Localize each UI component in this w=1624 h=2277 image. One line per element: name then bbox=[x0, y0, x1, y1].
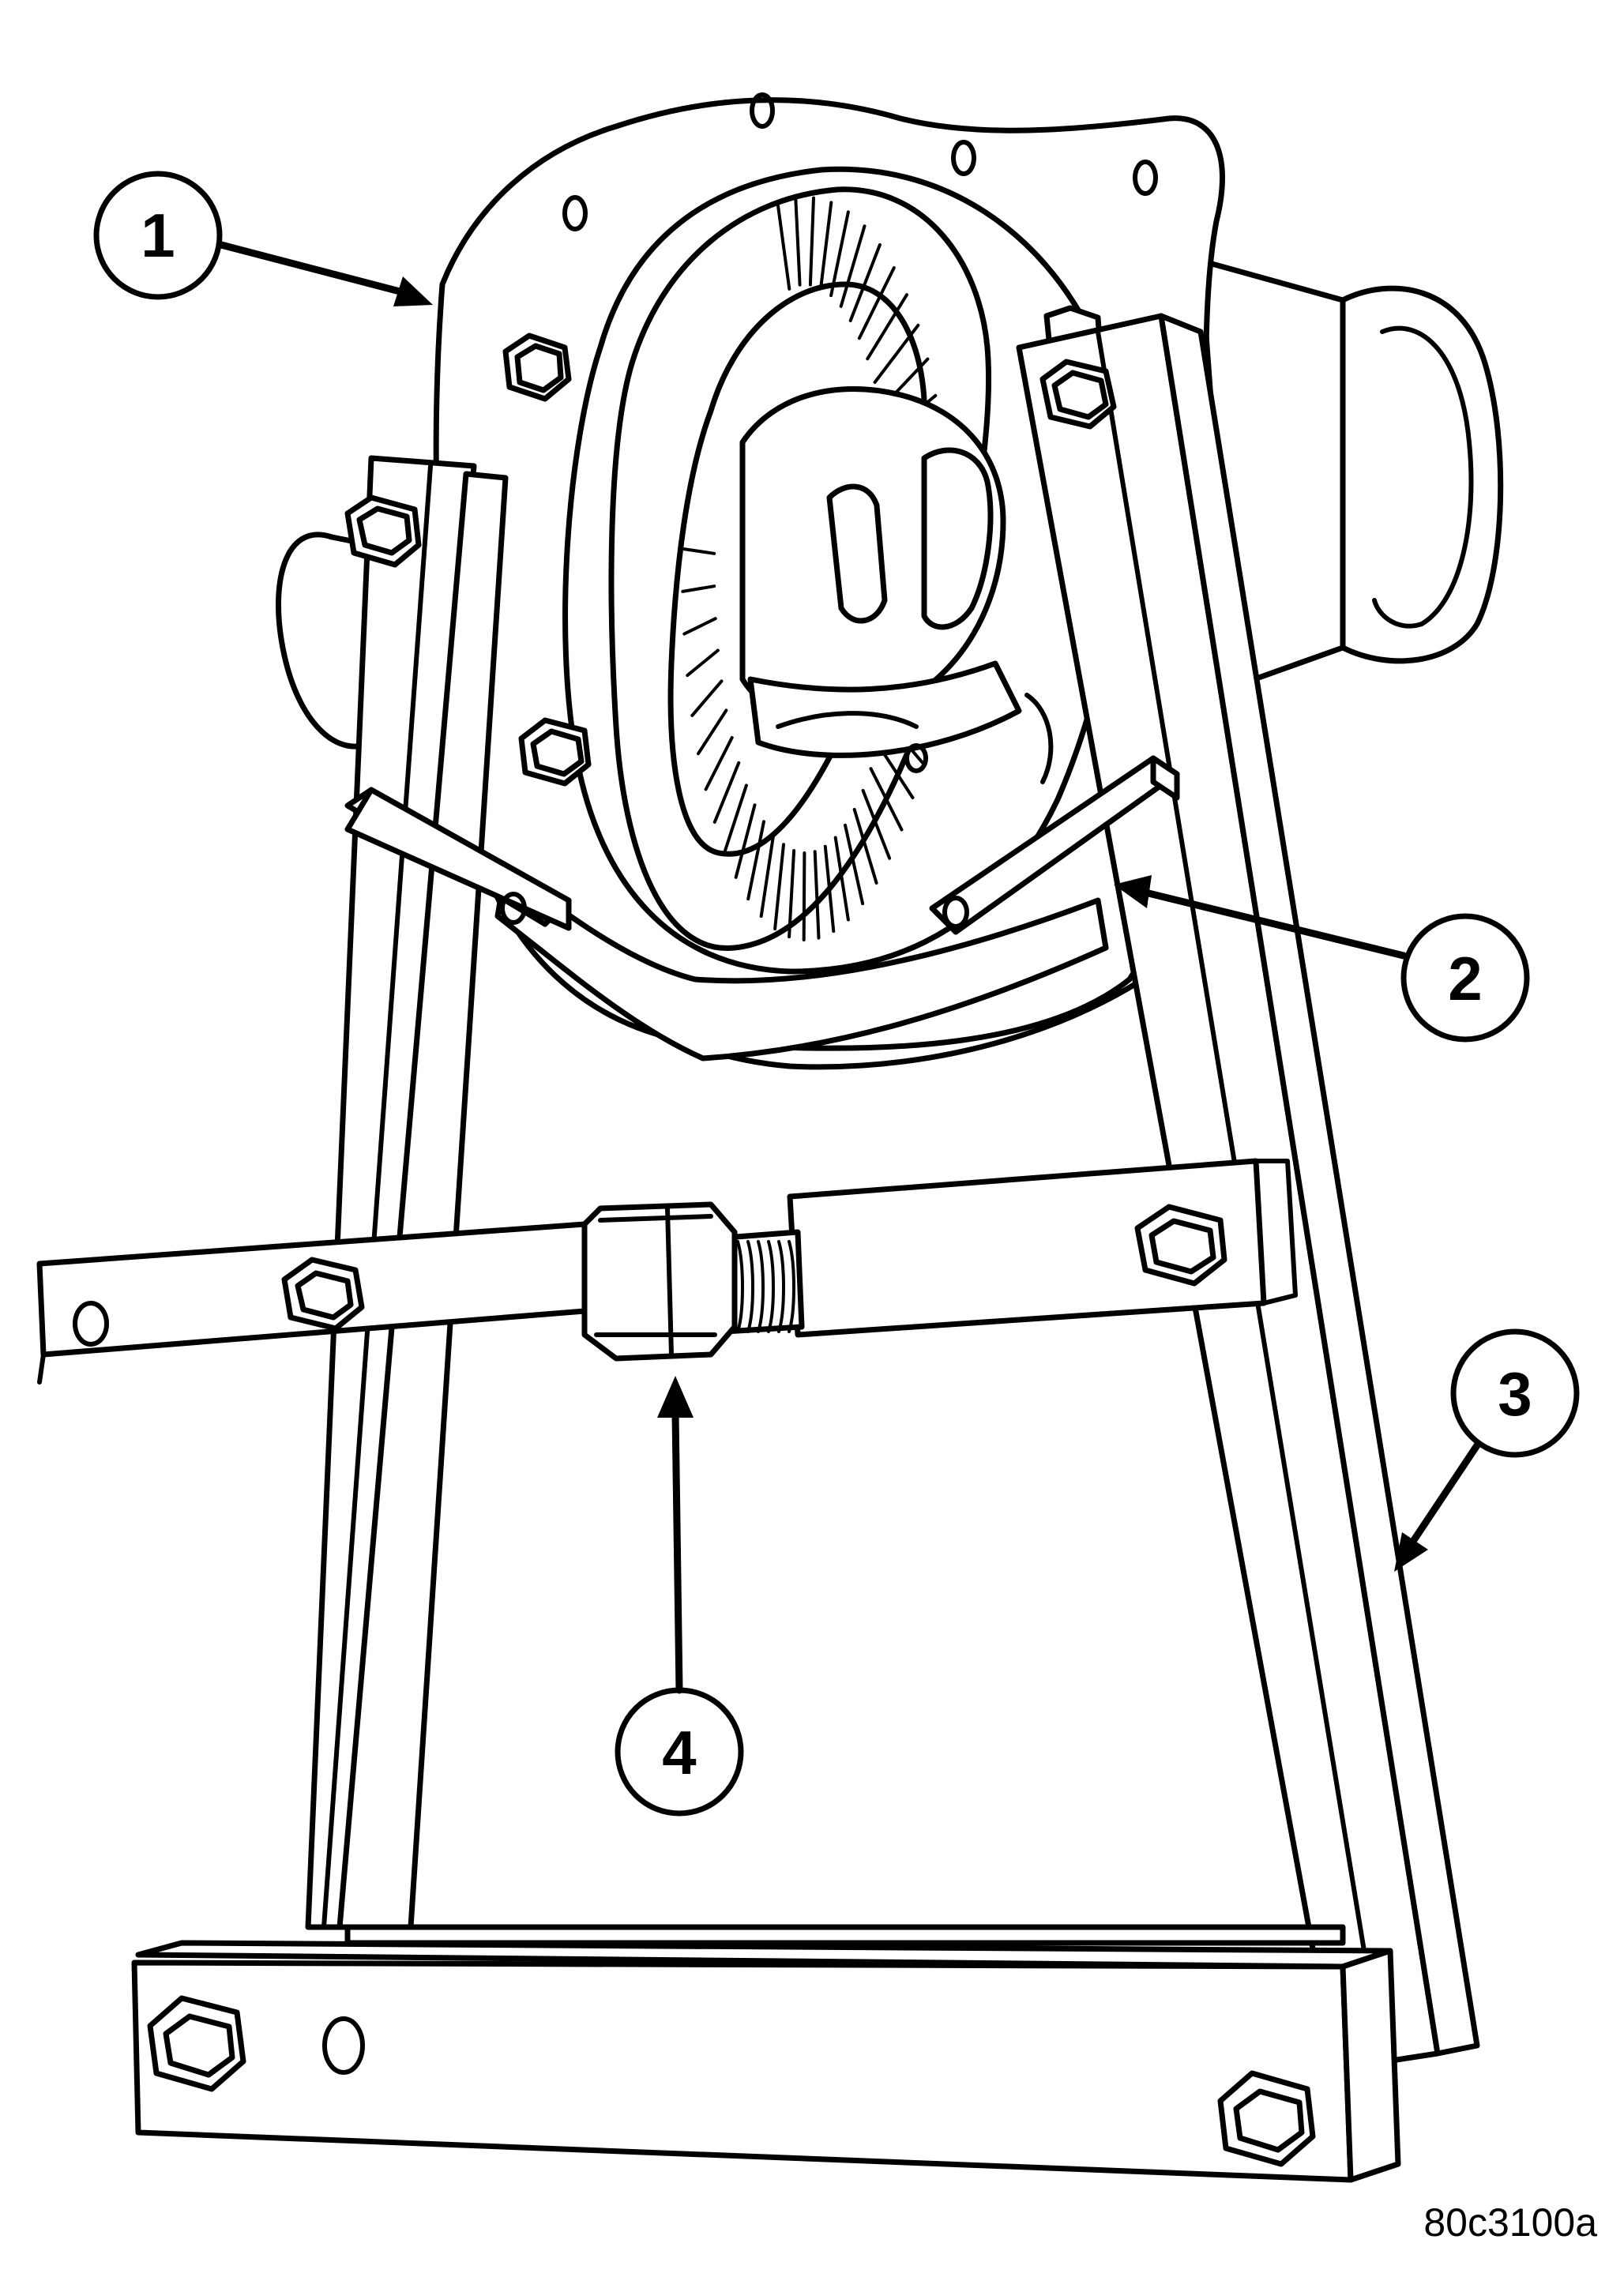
callout-2: 2 bbox=[1114, 875, 1530, 1043]
callout-1: 1 bbox=[93, 171, 433, 306]
spreader-bottom-crossbar bbox=[131, 1924, 1401, 2183]
crossbar-bolt-right bbox=[1217, 2070, 1316, 2167]
callout-1-label: 1 bbox=[141, 201, 175, 270]
callout-4: 4 bbox=[615, 1376, 744, 1817]
callout-3-label: 3 bbox=[1498, 1359, 1532, 1429]
spreader-arm bbox=[36, 1158, 1298, 1385]
figure-id: 80c3100a bbox=[1423, 2200, 1597, 2245]
callout-3: 3 bbox=[1394, 1328, 1580, 1572]
bolt-upper-left bbox=[502, 333, 572, 402]
bolt-lower-left bbox=[518, 717, 592, 787]
crossbar-bolt-left bbox=[147, 1995, 246, 2092]
case-yoke-bar bbox=[344, 755, 1180, 1061]
differential-case bbox=[739, 386, 1054, 784]
callout-2-label: 2 bbox=[1448, 944, 1482, 1013]
callout-4-label: 4 bbox=[662, 1718, 696, 1787]
